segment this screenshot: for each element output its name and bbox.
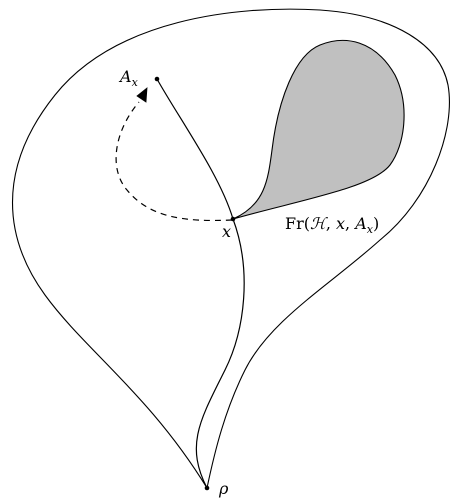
label-a-x: Ax [118,67,139,89]
point-x [230,216,236,222]
fringe-shaded-region [232,39,405,220]
label-fringe: Fr(ℋ, x, Ax) [285,214,379,236]
arrowhead-icon [136,87,148,103]
outer-boundary [11,8,450,490]
label-rho: ρ [218,479,229,498]
main-path [156,78,245,489]
point-a-x [154,76,160,82]
label-x: x [222,222,231,241]
point-rho [204,485,210,491]
dashed-arrow-path [115,101,233,221]
